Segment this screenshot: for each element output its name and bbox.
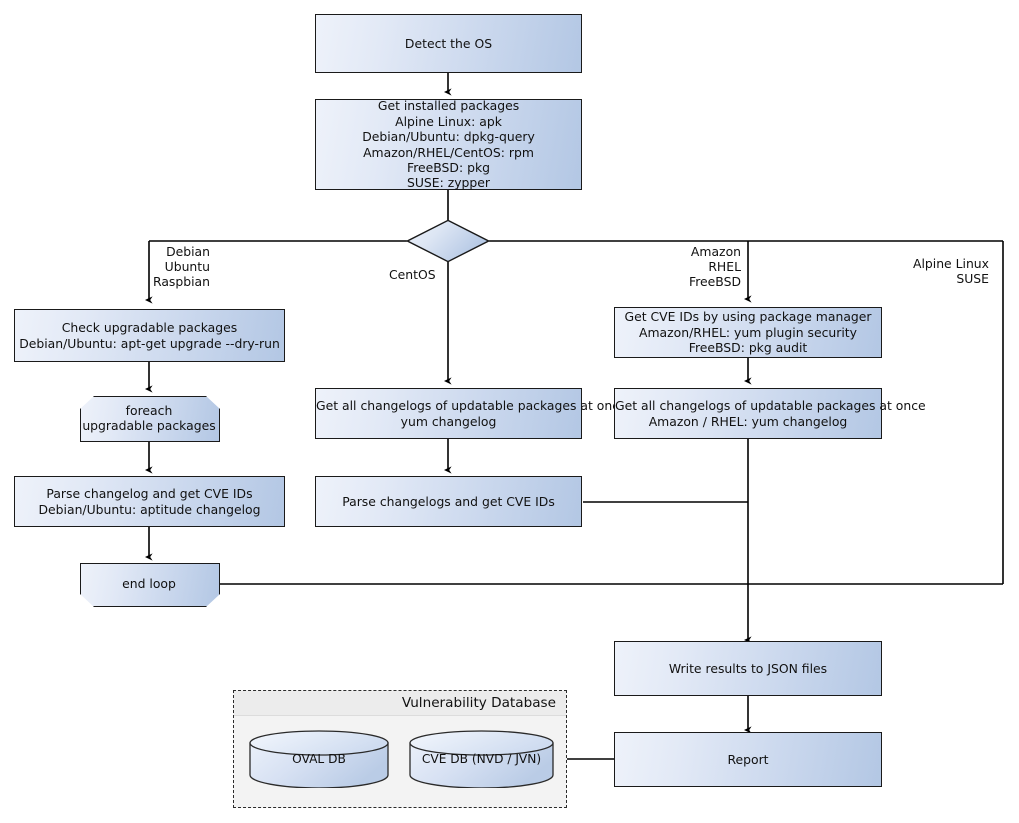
node-report-label: Report xyxy=(727,751,769,767)
node-changelogs-centos[interactable]: Get all changelogs of updatable packages… xyxy=(315,388,627,439)
diamond-shape xyxy=(405,219,491,263)
node-end-loop-label: end loop xyxy=(122,576,176,592)
node-changelogs-rhel[interactable]: Get all changelogs of updatable packages… xyxy=(614,388,926,439)
node-get-installed-packages[interactable]: Get installed packages Alpine Linux: apk… xyxy=(315,98,582,191)
node-report[interactable]: Report xyxy=(614,732,882,787)
node-parse-changelog-debian-label: Parse changelog and get CVE IDs Debian/U… xyxy=(38,486,261,517)
node-check-upgradable[interactable]: Check upgradable packages Debian/Ubuntu:… xyxy=(14,309,285,362)
node-end-loop[interactable]: end loop xyxy=(80,563,218,605)
node-write-json[interactable]: Write results to JSON files xyxy=(614,641,882,696)
node-foreach-loop-start-label: foreach upgradable packages xyxy=(82,402,216,433)
node-write-json-label: Write results to JSON files xyxy=(668,660,828,676)
node-changelogs-centos-label: Get all changelogs of updatable packages… xyxy=(316,398,627,429)
loop-start-shape xyxy=(80,396,220,442)
node-get-cve-package-manager-label: Get CVE IDs by using package manager Ama… xyxy=(624,309,872,356)
edge-label-debian: Debian Ubuntu Raspbian xyxy=(152,244,210,290)
node-detect-os-label: Detect the OS xyxy=(404,35,493,51)
database-oval[interactable]: OVAL DB xyxy=(249,730,389,789)
edge-label-amazon: Amazon RHEL FreeBSD xyxy=(689,244,741,290)
node-changelogs-rhel-label: Get all changelogs of updatable packages… xyxy=(615,398,926,429)
edge-label-centos: CentOS xyxy=(389,267,436,282)
node-parse-changelogs-centos[interactable]: Parse changelogs and get CVE IDs xyxy=(315,476,582,527)
database-oval-label: OVAL DB xyxy=(292,752,346,766)
node-get-cve-package-manager[interactable]: Get CVE IDs by using package manager Ama… xyxy=(614,307,882,358)
node-os-decision[interactable] xyxy=(405,219,491,263)
edge-label-alpine: Alpine Linux SUSE xyxy=(912,256,989,287)
loop-end-shape xyxy=(80,563,220,607)
database-cve-label: CVE DB (NVD / JVN) xyxy=(421,752,542,766)
node-parse-changelogs-centos-label: Parse changelogs and get CVE IDs xyxy=(342,493,555,509)
node-foreach-loop-start[interactable]: foreach upgradable packages xyxy=(80,396,218,440)
cylinder-shape xyxy=(409,730,554,789)
node-check-upgradable-label: Check upgradable packages Debian/Ubuntu:… xyxy=(19,320,280,351)
node-parse-changelog-debian[interactable]: Parse changelog and get CVE IDs Debian/U… xyxy=(14,476,285,527)
vulnerability-database-title: Vulnerability Database xyxy=(234,691,566,716)
node-get-installed-packages-label: Get installed packages Alpine Linux: apk… xyxy=(362,98,535,191)
node-detect-os[interactable]: Detect the OS xyxy=(315,14,582,73)
database-cve[interactable]: CVE DB (NVD / JVN) xyxy=(409,730,554,789)
cylinder-shape xyxy=(249,730,389,789)
